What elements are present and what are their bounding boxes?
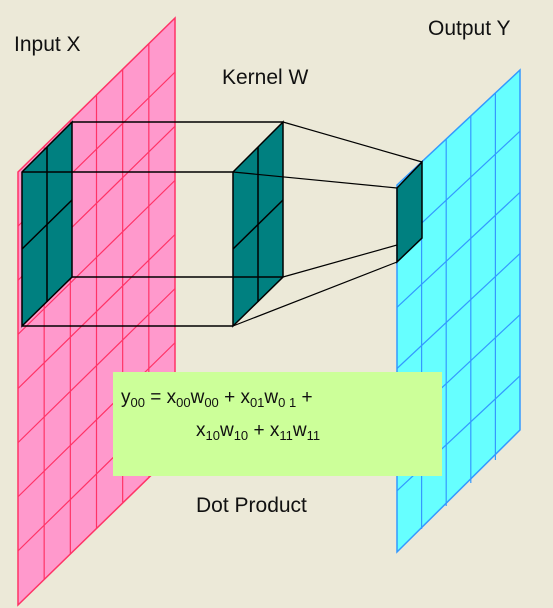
input-grid-row-line [17, 342, 176, 498]
output-plane [396, 68, 521, 554]
formula-term: x01 [240, 387, 265, 410]
output-grid-row-line [396, 191, 521, 308]
input-grid [17, 43, 176, 580]
output-label: Output Y [428, 17, 511, 40]
formula-box: y00 = x00w00 + x01w0 1 + x10w10 + x11w11 [113, 372, 442, 476]
input-grid-row-line [17, 288, 176, 444]
output-cell [396, 160, 423, 264]
formula-term: w00 [190, 387, 219, 410]
output-grid-row-line [396, 253, 521, 369]
input-label: Input X [14, 33, 81, 56]
formula-line-2: x10w10 + x11w11 [196, 420, 321, 443]
input-grid-row-line [17, 179, 176, 335]
kernel-label: Kernel W [222, 66, 309, 89]
formula-term: x00 [166, 387, 191, 410]
formula-term: x10 [196, 420, 220, 443]
input-plane [17, 16, 176, 607]
formula-term: w0 1 [264, 387, 297, 410]
formula-term: w11 [292, 420, 321, 443]
input-kernel-patch [21, 120, 73, 328]
dot-product-label: Dot Product [196, 494, 307, 517]
formula-line-1: y00 = x00w00 + x01w0 1 + [121, 387, 313, 410]
projection-lines [232, 121, 423, 327]
formula-term: x11 [269, 420, 293, 443]
formula-term: w10 [219, 420, 249, 443]
input-grid-row-line [17, 234, 176, 389]
formula-term: y00 [121, 387, 145, 410]
